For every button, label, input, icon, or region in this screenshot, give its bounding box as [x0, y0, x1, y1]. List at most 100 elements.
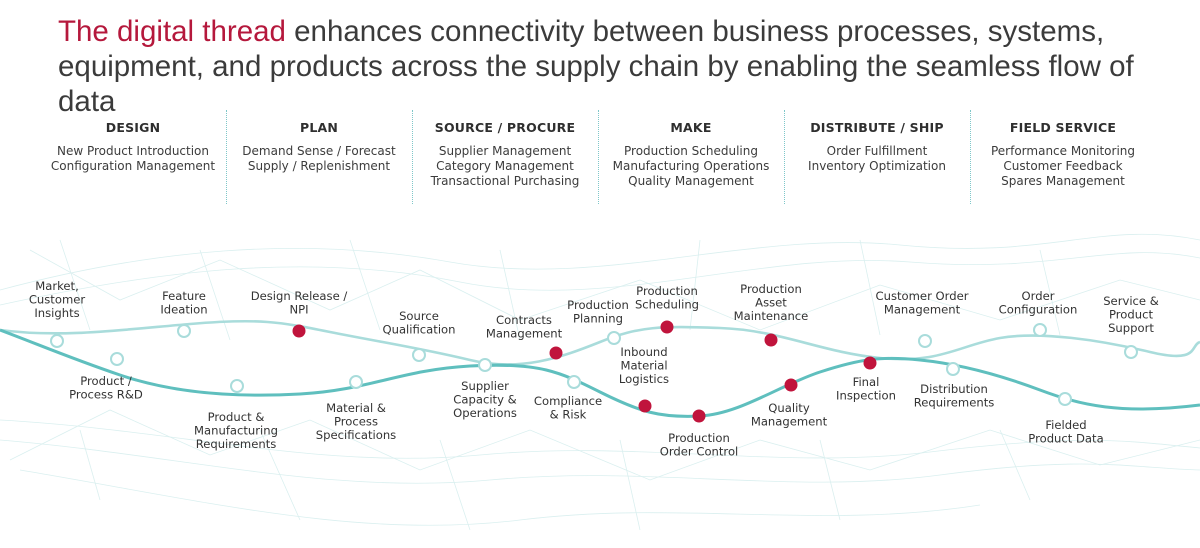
- node-label-line: Maintenance: [734, 309, 809, 323]
- column-item: New Product Introduction: [56, 144, 210, 158]
- node-label-line: Product &: [208, 410, 265, 424]
- node-label-line: Product: [1109, 308, 1153, 322]
- node-label-line: Production: [740, 282, 802, 296]
- column-item: Category Management: [436, 159, 574, 173]
- column-item: Spares Management: [1001, 174, 1125, 188]
- column-make: MAKE Production Scheduling Manufacturing…: [598, 120, 784, 204]
- node-label-line: Asset: [755, 296, 787, 310]
- node-label-line: Order: [1022, 289, 1055, 303]
- node-label-line: Logistics: [619, 372, 669, 386]
- thread-node-design-release: [292, 324, 306, 338]
- node-label-line: Capacity &: [453, 393, 516, 407]
- column-item: Inventory Optimization: [808, 159, 946, 173]
- column-design: DESIGN New Product Introduction Configur…: [40, 120, 226, 204]
- node-label-line: Customer Order: [876, 289, 969, 303]
- node-label-line: Source: [399, 309, 439, 323]
- process-columns: DESIGN New Product Introduction Configur…: [40, 120, 1156, 204]
- node-label-line: Production: [668, 431, 730, 445]
- thread-node-supplier-cap: [478, 358, 492, 372]
- thread-node-source-qual: [412, 348, 426, 362]
- node-label-line: Insights: [34, 306, 79, 320]
- column-title: DISTRIBUTE / SHIP: [810, 120, 944, 135]
- column-item: Quality Management: [628, 174, 754, 188]
- column-item: Configuration Management: [50, 159, 216, 173]
- node-label-line: Feature: [162, 289, 206, 303]
- node-label-line: Final: [853, 375, 880, 389]
- thread-node-market: [50, 334, 64, 348]
- node-label-line: Product Data: [1028, 432, 1103, 446]
- thread-node-fielded: [1058, 392, 1072, 406]
- thread-node-feature: [177, 324, 191, 338]
- thread-node-inbound: [638, 399, 652, 413]
- column-title: FIELD SERVICE: [1009, 120, 1117, 135]
- node-label-line: Qualification: [382, 323, 455, 337]
- column-divider: [598, 110, 599, 204]
- column-divider: [970, 110, 971, 204]
- node-label-design-release: Design Release /NPI: [251, 289, 348, 317]
- node-label-line: Specifications: [316, 428, 396, 442]
- thread-node-material-spec: [349, 375, 363, 389]
- thread-node-final-inspection: [863, 356, 877, 370]
- node-label-line: Distribution: [920, 382, 988, 396]
- node-label-line: Inspection: [836, 389, 896, 403]
- column-item: Order Fulfillment: [826, 144, 928, 158]
- thread-node-quality: [784, 378, 798, 392]
- column-plan: PLAN Demand Sense / Forecast Supply / Re…: [226, 120, 412, 204]
- node-label-line: Management: [751, 415, 828, 429]
- thread-node-order-control: [692, 409, 706, 423]
- column-item: Demand Sense / Forecast: [242, 144, 396, 158]
- column-item: Supplier Management: [438, 144, 572, 158]
- column-divider: [412, 110, 413, 204]
- node-label-line: Service &: [1103, 294, 1159, 308]
- column-title: SOURCE / PROCURE: [434, 120, 576, 135]
- column-field-service: FIELD SERVICE Performance Monitoring Cus…: [970, 120, 1156, 204]
- column-item: Performance Monitoring: [990, 144, 1136, 158]
- node-label-line: Contracts: [496, 313, 552, 327]
- thread-node-mfg-req: [230, 379, 244, 393]
- node-label-line: Product /: [80, 374, 132, 388]
- node-label-line: Design Release /: [251, 289, 348, 303]
- thread-node-contracts: [549, 346, 563, 360]
- thread-nodes: [50, 320, 1138, 423]
- column-distribute-ship: DISTRIBUTE / SHIP Order Fulfillment Inve…: [784, 120, 970, 204]
- node-label-line: Material &: [326, 401, 386, 415]
- node-label-line: Support: [1108, 321, 1154, 335]
- node-label-line: Requirements: [196, 437, 277, 451]
- column-divider: [784, 110, 785, 204]
- node-label-line: Inbound: [620, 345, 667, 359]
- node-label-product-rd: Product /Process R&D: [69, 374, 143, 402]
- node-label-line: Scheduling: [635, 298, 699, 312]
- node-label-line: Production: [636, 284, 698, 298]
- node-label-line: Compliance: [534, 394, 602, 408]
- thread-line-secondary: [0, 319, 1200, 366]
- node-label-line: Management: [486, 327, 563, 341]
- node-label-line: Customer: [29, 293, 86, 307]
- column-title: DESIGN: [105, 120, 161, 135]
- thread-node-service: [1124, 345, 1138, 359]
- node-label-line: Management: [884, 303, 961, 317]
- headline-accent: The digital thread: [58, 15, 286, 48]
- node-label-line: Process: [334, 415, 378, 429]
- node-label-line: Configuration: [999, 303, 1078, 317]
- column-item: Supply / Replenishment: [247, 159, 391, 173]
- column-title: MAKE: [670, 120, 712, 135]
- thread-node-prod-planning: [607, 331, 621, 345]
- thread-node-distribution-req: [946, 362, 960, 376]
